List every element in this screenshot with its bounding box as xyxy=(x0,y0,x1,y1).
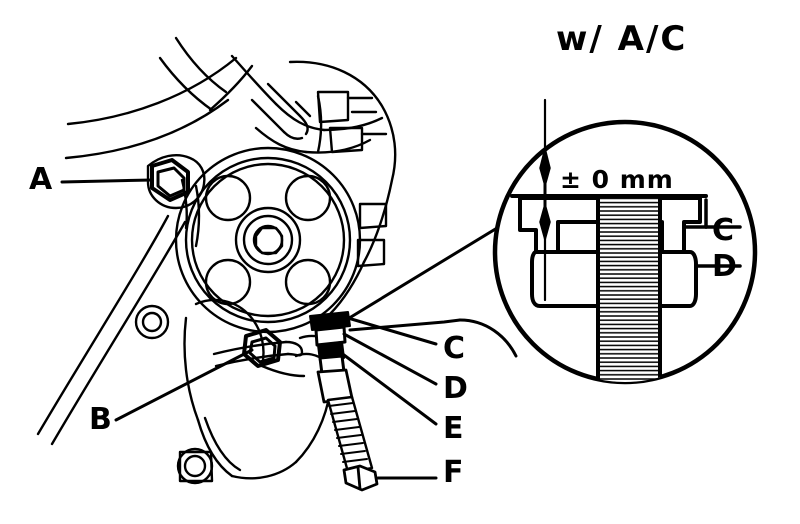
bolt-a xyxy=(150,158,190,202)
fastener-stack xyxy=(309,311,351,376)
hose-clamp xyxy=(250,82,312,140)
leader-a xyxy=(60,178,154,184)
callout-label-f: F xyxy=(443,455,464,490)
detail-callout-label-c: C xyxy=(712,213,735,248)
detail-nut xyxy=(530,250,698,308)
callout-label-c: C xyxy=(443,331,466,366)
callout-label-e: E xyxy=(443,411,464,446)
leader-lines-detail xyxy=(682,198,742,268)
pulley-hub xyxy=(234,206,302,274)
adjusting-rod xyxy=(326,395,374,474)
drive-belt-lower xyxy=(36,214,187,446)
pulley-bolt-holes xyxy=(204,174,332,306)
leader-c xyxy=(346,316,438,346)
callout-label-a: A xyxy=(29,162,53,197)
leader-e xyxy=(338,350,438,426)
callout-label-d: D xyxy=(443,371,468,406)
detail-callout-label-d: D xyxy=(712,249,737,284)
bracket-pivot-upper xyxy=(134,304,170,340)
dimension-indicator xyxy=(539,98,551,302)
detail-view-title: w/ A/C xyxy=(556,19,688,59)
detail-callout-wedge xyxy=(344,212,522,358)
nut-f xyxy=(342,464,379,492)
leader-lines-main xyxy=(60,178,438,480)
leader-b xyxy=(114,348,254,422)
bracket-pivot-lower xyxy=(176,447,214,485)
detail-threaded-stud xyxy=(596,194,662,382)
callout-label-b: B xyxy=(89,402,112,437)
drive-belt xyxy=(64,36,238,160)
pump-pulley xyxy=(174,146,362,334)
dimension-label: ± 0 mm xyxy=(560,165,674,194)
leader-d xyxy=(342,332,438,386)
